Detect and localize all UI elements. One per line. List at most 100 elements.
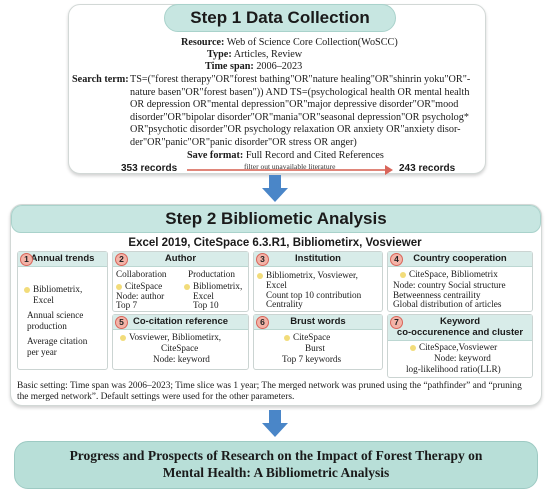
card-annual-trends: Annual trends 1 Bibliometrix, Excel Annu… xyxy=(17,251,108,370)
card-title: Country cooperation xyxy=(413,253,507,264)
time-label: Time span: xyxy=(205,61,254,72)
card-header: Keyword co-occurenence and cluster xyxy=(388,315,532,341)
filter-arrow-line xyxy=(187,169,387,171)
card-line: Node: country Social structure xyxy=(393,280,506,290)
card-line: Vosviewer, Bibliometirx, xyxy=(129,332,222,342)
card-line: CiteSpace xyxy=(293,332,331,342)
final-title-box: Progress and Prospects of Research on th… xyxy=(14,441,538,489)
card-institution: Institution 3 Bibliometrix, Vosviewer, E… xyxy=(253,251,383,312)
card-header: Co-citation reference xyxy=(113,315,248,330)
final-title-line: Mental Health: A Bibliometric Analysis xyxy=(162,465,390,480)
filter-arrow-head-icon xyxy=(385,165,393,175)
step2-title: Step 2 Bibliometic Analysis xyxy=(11,205,541,233)
basic-setting-note: Basic setting: Time span was 2006–2023; … xyxy=(17,381,522,402)
bullet-icon xyxy=(116,283,122,290)
card-title-line2: co-occurenence and cluster xyxy=(396,327,524,338)
card-line: production xyxy=(27,321,67,331)
card-line: Node: keyword xyxy=(153,354,210,364)
down-arrow-icon xyxy=(262,175,288,202)
card-line: Burst xyxy=(305,343,325,353)
card-line: Node: author xyxy=(116,291,165,301)
card-line: Bibliometrix, Vosviewer, xyxy=(266,270,358,280)
card-line: Bibliometrix, xyxy=(193,281,243,291)
final-title: Progress and Prospects of Research on th… xyxy=(15,447,537,481)
card-number: 7 xyxy=(390,316,403,329)
save-value: Full Record and Cited References xyxy=(245,150,384,161)
search-term-block: Search term: xyxy=(72,74,129,87)
records-start: 353 records xyxy=(121,163,178,174)
card-line: per year xyxy=(27,347,57,357)
resource-value: Web of Science Core Collection(WoSCC) xyxy=(226,37,398,48)
resource-row: Resource: Web of Science Core Collection… xyxy=(181,37,398,50)
bullet-icon xyxy=(257,272,263,279)
time-row: Time span: 2006–2023 xyxy=(205,61,302,74)
step1-panel: Step 1 Data Collection Resource: Web of … xyxy=(68,4,486,175)
card-title: Institution xyxy=(295,253,341,264)
search-line: OR depression OR"mental depression"OR"ma… xyxy=(130,99,459,110)
card-line: CiteSpace xyxy=(125,281,163,291)
final-title-line: Progress and Prospects of Research on th… xyxy=(69,448,483,463)
card-co-citation-reference: Co-citation reference 5 Vosviewer, Bibli… xyxy=(112,314,249,370)
card-line: Global distribution of articles xyxy=(393,299,502,309)
card-number: 6 xyxy=(256,316,269,329)
card-subtitle: Collaboration xyxy=(116,269,167,279)
step1-title: Step 1 Data Collection xyxy=(164,4,396,32)
tools-list: Excel 2019, CiteSpace 6.3.R1, Bibliometi… xyxy=(128,237,422,249)
card-line: Top 10 xyxy=(193,300,219,310)
card-line: Bibliometrix, xyxy=(33,284,83,294)
card-line: CiteSpace, Bibliometrix xyxy=(409,269,498,279)
card-number: 2 xyxy=(115,253,128,266)
card-title: Author xyxy=(164,253,197,264)
card-title: Annual trends xyxy=(30,253,95,264)
card-burst-words: Brust words 6 CiteSpace Burst Top 7 keyw… xyxy=(253,314,383,370)
card-keyword-cluster: Keyword co-occurenence and cluster 7 Cit… xyxy=(387,314,533,378)
card-author: Author 2 Collaboration Productation Cite… xyxy=(112,251,249,312)
bullet-icon xyxy=(284,334,290,341)
card-line: CiteSpace xyxy=(161,343,199,353)
records-end: 243 records xyxy=(399,163,456,174)
card-line: Betweenness centraility xyxy=(393,290,481,300)
card-header: Annual trends xyxy=(18,252,107,267)
card-number: 5 xyxy=(115,316,128,329)
card-line: Centrality xyxy=(266,299,303,309)
card-line: Node: keyword xyxy=(434,353,491,363)
bullet-icon xyxy=(24,286,30,293)
search-line: TS=("forest therapy"OR"forest bathing"OR… xyxy=(130,74,471,85)
card-line: Average citation xyxy=(27,336,88,346)
card-title: Keyword xyxy=(439,316,481,327)
card-line: Top 7 xyxy=(116,300,138,310)
card-number: 4 xyxy=(390,253,403,266)
time-value: 2006–2023 xyxy=(256,61,303,72)
bullet-icon xyxy=(184,283,190,290)
card-subtitle: Productation xyxy=(188,269,235,279)
type-label: Type: xyxy=(207,49,232,60)
search-line: disorder"OR"bipolar disorder"OR"mania"OR… xyxy=(130,111,469,123)
bullet-icon xyxy=(120,334,126,341)
card-title: Co-citation reference xyxy=(132,316,229,327)
down-arrow-icon xyxy=(262,410,288,437)
search-line: der"OR"panic"OR"panic disorder"OR stress… xyxy=(130,136,357,148)
card-line: Annual science xyxy=(27,310,84,320)
save-format-row: Save format: Full Record and Cited Refer… xyxy=(187,150,384,163)
bullet-icon xyxy=(400,271,406,278)
card-header: Institution xyxy=(254,252,382,267)
search-term-text: TS=("forest therapy"OR"forest bathing"OR… xyxy=(130,74,470,149)
bullet-icon xyxy=(410,344,416,351)
card-line: Excel xyxy=(33,295,54,305)
filter-note: filter out unavailable literature xyxy=(244,162,336,171)
search-line: OR"psychotic disorder"OR psychology rela… xyxy=(130,124,461,135)
card-line: Excel xyxy=(193,291,214,301)
card-header: Country cooperation xyxy=(388,252,532,267)
card-line: CiteSpace,Vosviewer xyxy=(419,342,498,352)
step2-panel: Step 2 Bibliometic Analysis Excel 2019, … xyxy=(10,204,542,406)
save-label: Save format: xyxy=(187,150,244,161)
card-line: Count top 10 contribution xyxy=(266,290,362,300)
card-number: 3 xyxy=(256,253,269,266)
card-header: Brust words xyxy=(254,315,382,330)
type-value: Articles, Review xyxy=(233,49,303,60)
card-number: 1 xyxy=(20,253,33,266)
card-title: Brust words xyxy=(290,316,346,327)
search-label: Search term: xyxy=(72,74,129,85)
resource-label: Resource: xyxy=(181,37,225,48)
card-line: log-likelihood ratio(LLR) xyxy=(406,364,501,374)
